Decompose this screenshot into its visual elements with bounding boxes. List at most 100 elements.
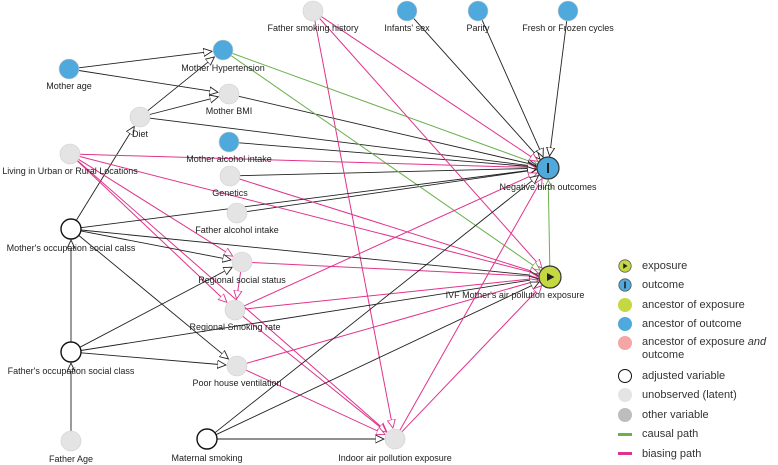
edge-mother-hyp-to-neg-birth xyxy=(232,52,536,163)
node-neg-birth-label: Negative birth outcomes xyxy=(499,182,597,192)
legend-label-ancestor-both-and: and xyxy=(747,336,767,348)
legend-other-symbol xyxy=(618,407,632,422)
edge-parity-to-neg-birth xyxy=(481,19,543,157)
node-infants-sex-label: Infants' sex xyxy=(384,23,430,33)
node-father-alcohol: Father alcohol intake xyxy=(195,202,279,235)
edge-poor-house-to-indoor-air xyxy=(245,369,385,434)
edge-exposure-to-neg-birth xyxy=(548,181,550,267)
legend-latent-symbol xyxy=(618,388,632,403)
node-mother-bmi-label: Mother BMI xyxy=(206,106,253,116)
legend-label-outcome: outcome xyxy=(642,279,685,292)
node-mother-occ-circle xyxy=(60,218,82,240)
node-infants-sex: Infants' sex xyxy=(384,0,430,33)
node-mother-occ-label: Mother's occupation social calss xyxy=(7,243,136,253)
edge-mother-bmi-to-neg-birth xyxy=(238,95,536,165)
node-mother-age-label: Mother age xyxy=(46,81,92,91)
legend-row-outcome: outcome xyxy=(618,276,778,296)
legend-label-ancestor-both-suffix: outcome xyxy=(642,349,685,361)
node-mother-hyp-circle xyxy=(212,39,234,61)
edge-father-occ-to-poor-house xyxy=(80,352,226,365)
node-poor-house: Poor house ventilation xyxy=(192,355,282,388)
legend-row-adjusted: adjusted variable xyxy=(618,366,778,386)
edge-father-smoking-to-neg-birth xyxy=(321,16,537,162)
edge-genetics-to-exposure xyxy=(239,178,539,273)
legend-label-ancestor-outcome: ancestor of outcome xyxy=(642,318,742,331)
node-neg-birth: Negative birth outcomes xyxy=(499,156,597,192)
node-parity-label: Parity xyxy=(466,23,490,33)
legend-row-exposure: exposure xyxy=(618,256,778,276)
edge-mother-alcohol-to-neg-birth xyxy=(238,142,536,167)
edge-urban-rural-to-regional-status xyxy=(78,158,233,256)
edge-father-smoking-to-exposure xyxy=(319,18,542,268)
node-neg-birth-outcome-icon xyxy=(547,163,549,173)
node-maternal-smoking: Maternal smoking xyxy=(171,428,243,463)
node-father-occ: Father's occupation social class xyxy=(8,341,135,376)
edge-regional-smoking-to-exposure xyxy=(244,278,538,310)
node-parity: Parity xyxy=(466,0,490,33)
edge-mother-occ-to-exposure xyxy=(80,229,538,276)
node-genetics-circle xyxy=(219,165,241,187)
node-father-age-circle xyxy=(60,430,82,452)
node-exposure-label: IVF Mother's air pollution exposure xyxy=(446,290,585,300)
node-mother-bmi-circle xyxy=(218,83,240,105)
node-mother-hyp: Mother Hypertension xyxy=(181,39,265,73)
legend-row-other: other variable xyxy=(618,405,778,425)
edge-fresh-frozen-to-neg-birth xyxy=(550,20,568,156)
legend-ancestor-outcome-symbol xyxy=(618,317,632,332)
node-father-smoking-circle xyxy=(302,0,324,22)
legend-outcome-symbol xyxy=(618,278,632,292)
node-father-smoking: Father smoking history xyxy=(267,0,359,33)
legend-ancestor-exposure-symbol xyxy=(618,297,632,312)
legend-label-ancestor-both-prefix: ancestor of exposure xyxy=(642,336,748,348)
node-genetics: Genetics xyxy=(212,165,248,198)
node-father-alcohol-circle xyxy=(226,202,248,224)
edge-father-occ-to-exposure xyxy=(80,279,538,351)
node-father-age-label: Father Age xyxy=(49,454,93,464)
node-fresh-frozen: Fresh or Frozen cycles xyxy=(522,0,614,33)
node-mother-alcohol-label: Mother alcohol intake xyxy=(186,154,272,164)
node-genetics-label: Genetics xyxy=(212,188,248,198)
edge-mother-occ-to-neg-birth xyxy=(80,170,536,229)
legend-label-adjusted: adjusted variable xyxy=(642,369,726,382)
edge-regional-smoking-to-indoor-air xyxy=(242,315,386,432)
edge-urban-rural-to-regional-smoking xyxy=(76,160,226,302)
node-parity-circle xyxy=(467,0,489,22)
node-regional-status: Regional social status xyxy=(198,251,286,285)
edge-father-occ-to-regional-status xyxy=(79,267,232,348)
node-indoor-air-label: Indoor air pollution exposure xyxy=(338,453,452,463)
legend-label-causal: causal path xyxy=(642,428,699,441)
node-father-age: Father Age xyxy=(49,430,93,464)
node-infants-sex-circle xyxy=(396,0,418,22)
edge-regional-status-to-exposure xyxy=(251,262,538,277)
node-urban-rural-circle xyxy=(59,143,81,165)
legend-row-ancestor-outcome: ancestor of outcome xyxy=(618,315,778,335)
node-mother-alcohol-circle xyxy=(218,131,240,153)
edge-indoor-air-to-exposure xyxy=(401,286,542,433)
edge-mother-age-to-mother-hyp xyxy=(78,51,212,69)
edge-urban-rural-to-indoor-air xyxy=(77,160,387,432)
node-exposure-exposure-icon xyxy=(547,273,555,281)
legend-row-causal: causal path xyxy=(618,425,778,445)
node-mother-age-circle xyxy=(58,58,80,80)
node-regional-smoking-circle xyxy=(224,299,246,321)
node-indoor-air: Indoor air pollution exposure xyxy=(338,428,452,463)
legend-exposure-symbol xyxy=(618,259,632,273)
edge-diet-to-mother-hyp xyxy=(147,57,214,112)
node-diet-label: Diet xyxy=(132,129,149,139)
edge-mother-age-to-mother-bmi xyxy=(78,70,218,93)
legend-label-latent: unobserved (latent) xyxy=(642,389,737,402)
edge-diet-to-mother-bmi xyxy=(149,97,218,115)
node-father-alcohol-label: Father alcohol intake xyxy=(195,225,279,235)
legend-label-other: other variable xyxy=(642,408,709,421)
legend-label-biasing: biasing path xyxy=(642,447,702,460)
legend-biasing-symbol xyxy=(618,452,632,456)
legend-label-ancestor-both: ancestor of exposure and outcome xyxy=(642,336,772,362)
node-poor-house-label: Poor house ventilation xyxy=(192,378,281,388)
node-fresh-frozen-label: Fresh or Frozen cycles xyxy=(522,23,614,33)
legend-label-ancestor-exposure: ancestor of exposure xyxy=(642,298,745,311)
edge-poor-house-to-exposure xyxy=(246,280,538,364)
legend: exposure outcome ancestor of exposure an… xyxy=(618,256,778,464)
legend-causal-symbol xyxy=(618,432,632,436)
edge-regional-smoking-to-neg-birth xyxy=(243,173,536,307)
